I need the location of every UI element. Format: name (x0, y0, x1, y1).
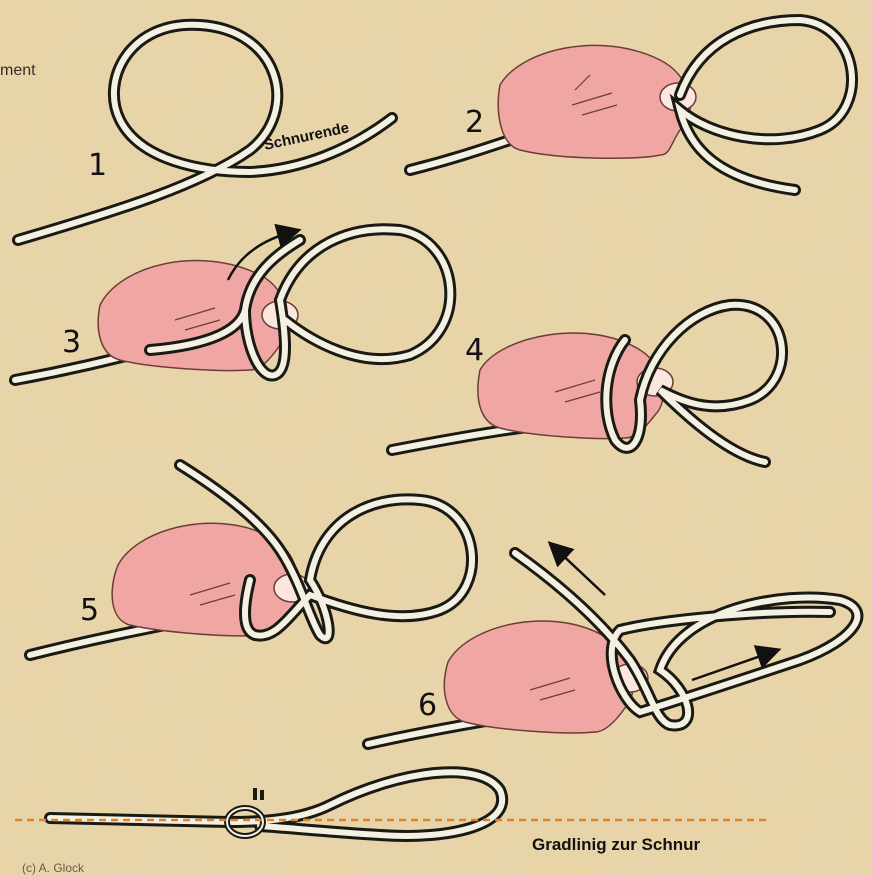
step-number: 2 (465, 105, 484, 140)
step-number: 6 (418, 688, 437, 723)
step-number: 5 (80, 593, 99, 628)
step-number: 3 (62, 325, 81, 360)
copyright-credit: (c) A. Glock (22, 861, 84, 875)
alignment-label: Gradlinig zur Schnur (532, 835, 701, 854)
step-number: 4 (465, 333, 484, 368)
step-number: 1 (88, 148, 107, 183)
